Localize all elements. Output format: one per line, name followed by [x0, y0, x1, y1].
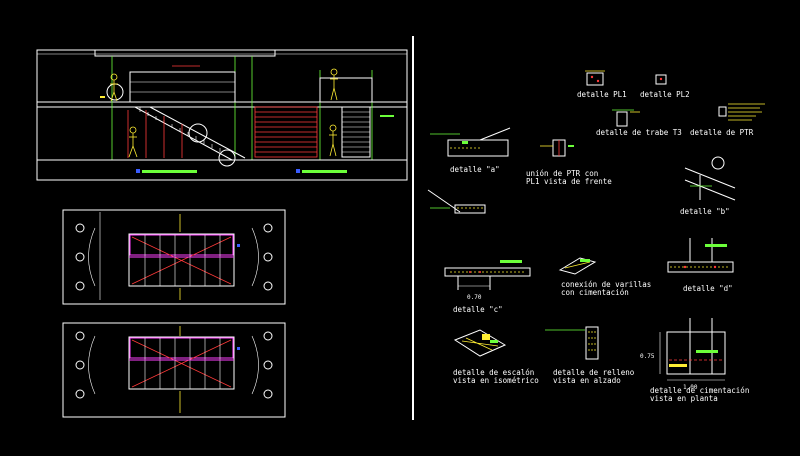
label-detalle-pl1: detalle PL1: [577, 90, 627, 99]
human-figure-3: [330, 68, 338, 101]
detail-escalon-drawing: [453, 329, 507, 357]
label-escalon-line1: detalle de escalón: [453, 368, 534, 377]
detail-c-drawing: [444, 260, 531, 290]
detail-d-drawing: [667, 238, 734, 273]
label-conexion-line2: con cimentación: [561, 288, 629, 297]
label-dim-cim-width: 1.00: [683, 384, 698, 391]
label-detalle-a: detalle "a": [450, 165, 500, 174]
detail-misc-drawing: [427, 189, 486, 214]
detail-ptr-drawing: [718, 103, 765, 121]
label-dim-c-width: 0.70: [467, 294, 482, 301]
human-figure-4: [329, 124, 337, 157]
stair-treads: [139, 107, 221, 152]
label-union-line2: PL1 vista de frente: [526, 177, 612, 186]
label-detalle-pl2: detalle PL2: [640, 90, 690, 99]
detail-b-drawing: [684, 156, 736, 201]
detail-union-ptr-pl1-drawing: [540, 139, 574, 157]
human-figure-2: [128, 126, 138, 158]
label-escalon-line2: vista en isométrico: [453, 376, 539, 385]
detail-pl2-drawing: [655, 74, 667, 85]
label-detalle-ptr: detalle de PTR: [690, 128, 754, 137]
label-conexion-line1: conexión de varillas: [561, 280, 651, 289]
detail-conexion-varillas-drawing: [558, 257, 597, 275]
detail-a-drawing: [430, 127, 511, 157]
label-union-line1: unión de PTR con: [526, 169, 598, 178]
label-detalle-trabe-t3: detalle de trabe T3: [596, 128, 682, 137]
label-dim-cim-height: 0.75: [640, 353, 655, 360]
detail-trabe-t3-drawing: [612, 109, 640, 127]
label-detalle-c: detalle "c": [453, 305, 503, 314]
human-figure-1: [110, 73, 118, 102]
label-relleno-line2: vista en alzado: [553, 376, 621, 385]
detail-relleno-drawing: [545, 326, 599, 360]
stair-plan-view-1: [62, 209, 286, 305]
detail-cimentacion-drawing: [659, 318, 726, 381]
label-detalle-b: detalle "b": [680, 207, 730, 216]
stair-plan-view-2: [62, 322, 286, 418]
stair-elevation-view: [36, 49, 408, 181]
label-relleno-line1: detalle de relleno: [553, 368, 635, 377]
label-cimentacion-line2: vista en planta: [650, 394, 718, 403]
detail-pl1-drawing: [585, 70, 605, 86]
label-detalle-d: detalle "d": [683, 284, 733, 293]
hatched-wall: [254, 106, 318, 158]
label-cimentacion-line1: detalle de cimentación: [650, 386, 749, 395]
